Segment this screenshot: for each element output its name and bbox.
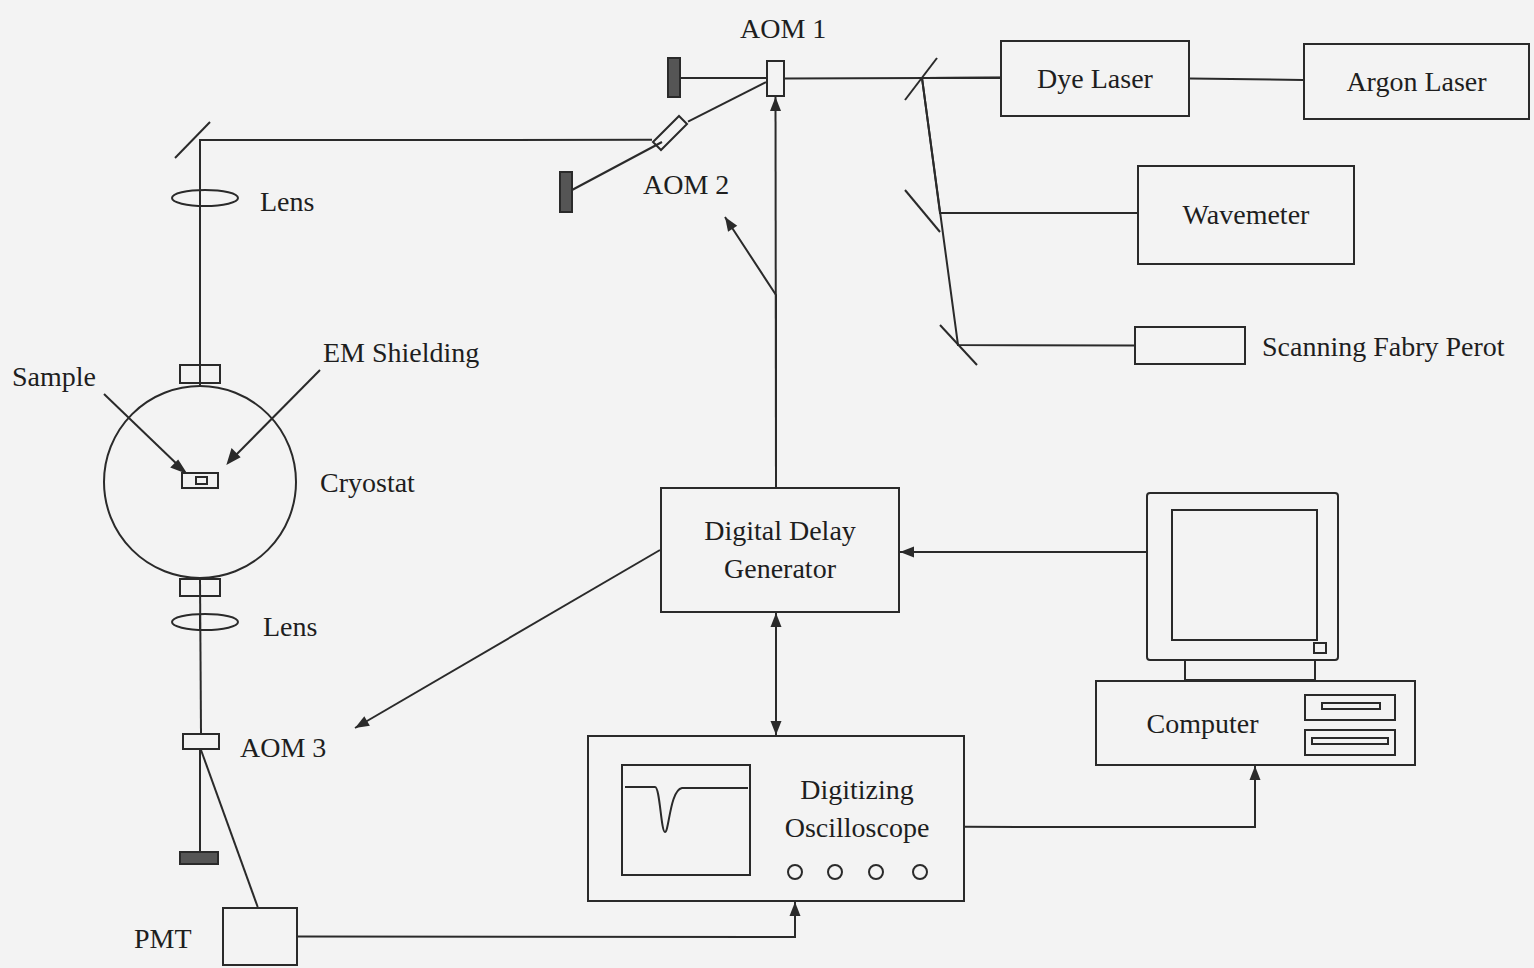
beam-path — [1190, 79, 1303, 80]
cryostat-circle: Cryostat — [103, 385, 297, 579]
aom-crystal: AOM 2 — [652, 114, 688, 152]
mirror — [905, 190, 940, 232]
connector-line — [1190, 79, 1303, 80]
connector-line — [922, 78, 1134, 346]
signal-arrow — [298, 902, 801, 937]
instrument-box: Argon Laser — [1303, 43, 1530, 120]
instrument-box: Digital Delay Generator — [660, 487, 900, 613]
sample — [196, 477, 207, 484]
node-outline — [103, 385, 297, 579]
arrowhead — [1250, 766, 1261, 780]
node-label: AOM 3 — [240, 729, 326, 767]
beam-path — [200, 579, 201, 733]
part-label: Lens — [260, 183, 314, 221]
arrowhead — [790, 902, 801, 916]
instrument-box: AOM 3 — [182, 733, 220, 750]
box-title: Wavemeter — [1183, 196, 1310, 234]
connector-line — [900, 551, 1147, 553]
drive-slot — [1305, 730, 1395, 755]
node-label: PMT — [134, 920, 192, 958]
leader-line — [232, 370, 320, 459]
box-title: Dye Laser — [1037, 60, 1153, 98]
leader-arrowhead — [172, 461, 185, 472]
signal-arrow — [355, 550, 660, 728]
monitor-stand — [1185, 660, 1315, 680]
connector-line — [201, 750, 258, 907]
drive-slot — [1305, 695, 1395, 720]
connector-line — [775, 613, 777, 735]
beam-dump — [560, 172, 572, 212]
beam-path — [688, 82, 766, 121]
instrument-box: Scanning Fabry Perot — [1134, 326, 1246, 365]
part-label: Lens — [263, 608, 317, 646]
beam-path — [922, 78, 1137, 213]
drive-slot — [1312, 738, 1388, 744]
node-label: Scanning Fabry Perot — [1262, 328, 1505, 366]
connector-line — [298, 902, 795, 937]
beam-dump — [180, 852, 218, 864]
connector-line — [725, 217, 776, 487]
box-title: Argon Laser — [1346, 63, 1486, 101]
scope-knob — [913, 865, 927, 879]
outline — [104, 386, 296, 578]
node-label: AOM 2 — [643, 166, 729, 204]
signal-arrow — [725, 217, 776, 487]
beam — [680, 77, 766, 79]
arrowhead — [771, 613, 782, 627]
lens — [172, 614, 238, 630]
node-outline — [652, 114, 688, 152]
drive-slot — [1322, 703, 1380, 709]
beam-dump — [668, 58, 680, 97]
leader-arrowhead — [228, 450, 239, 463]
connector-line — [355, 550, 660, 728]
connector-line — [922, 78, 1137, 213]
instrument-box: Wavemeter — [1137, 165, 1355, 265]
instrument-box: Digitizing Oscilloscope — [587, 735, 965, 902]
node-label: Cryostat — [320, 464, 415, 502]
arrowhead — [355, 716, 370, 728]
node-label: Digitizing Oscilloscope — [771, 771, 943, 847]
connector-line — [200, 579, 201, 733]
outline — [653, 116, 687, 150]
part-label: EM Shielding — [323, 334, 479, 372]
arrowhead — [770, 97, 781, 111]
monitor-led — [1314, 643, 1326, 653]
scope-trace — [625, 787, 748, 832]
connector-line — [200, 140, 652, 385]
node-label: Computer — [1135, 705, 1270, 743]
scope-screen — [622, 765, 750, 875]
part-label: Sample — [12, 358, 96, 396]
signal-arrow — [771, 613, 782, 735]
scope-knob — [788, 865, 802, 879]
em-shielding — [182, 473, 218, 488]
monitor — [1147, 493, 1338, 660]
monitor-screen — [1172, 510, 1317, 640]
lens — [172, 190, 238, 206]
instrument-box: Computer — [1095, 680, 1416, 766]
connector-line — [688, 82, 766, 121]
scope-knob — [869, 865, 883, 879]
signal-arrow — [900, 547, 1147, 558]
beam — [199, 750, 201, 852]
signal-arrow — [965, 766, 1261, 827]
instrument-box: AOM 1 — [766, 60, 785, 97]
node-label: AOM 1 — [740, 10, 816, 48]
arrowhead — [900, 547, 914, 558]
box-title: Digital Delay Generator — [680, 512, 880, 588]
instrument-box: Dye Laser — [1000, 40, 1190, 117]
arrowhead — [725, 217, 737, 232]
arrowhead — [771, 721, 782, 735]
connector-line — [965, 766, 1255, 827]
scope-knob — [828, 865, 842, 879]
instrument-box: PMT — [222, 907, 298, 966]
beam-path — [200, 140, 652, 385]
beam-path — [922, 78, 1134, 346]
beam-path — [201, 750, 258, 907]
